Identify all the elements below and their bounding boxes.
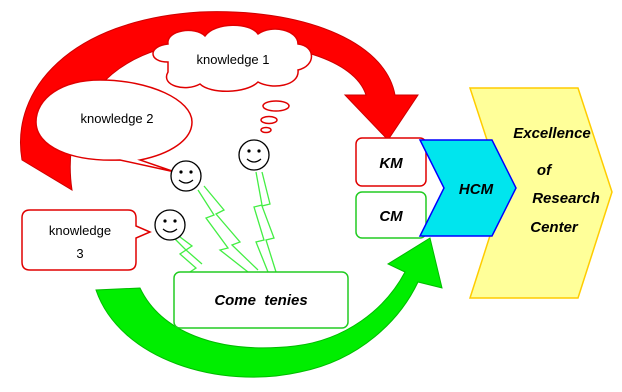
knowledge1-label: knowledge 1 [197,52,270,67]
communities-label: Come tenies [214,292,307,309]
knowledge1-cloud-bubble [152,24,313,134]
km-label: KM [379,155,403,172]
smiley-face-2 [238,139,270,171]
cm-label: CM [379,208,403,225]
knowledge2-label: knowledge 2 [81,111,154,126]
excellence-label-line1: Excellence [513,125,591,142]
knowledge3-label-line1: knowledge [49,223,111,238]
smiley-face-1 [170,160,202,192]
lightning-bolts [171,171,277,279]
hcm-chevron [418,139,517,237]
excellence-label-line4: Center [530,219,579,236]
hcm-label: HCM [459,181,494,198]
knowledge3-callout [21,209,152,271]
km-box [355,137,427,187]
knowledge2-speech-bubble [35,79,193,173]
excellence-label-line2: of [537,162,553,179]
knowledge3-label-line2: 3 [76,246,83,261]
communities-box [173,271,349,329]
cm-box [355,191,427,239]
smiley-face-3 [154,209,186,241]
excellence-label-line3: Research [532,190,600,207]
green-curved-arrow [95,237,443,378]
red-curved-arrow [20,11,419,191]
